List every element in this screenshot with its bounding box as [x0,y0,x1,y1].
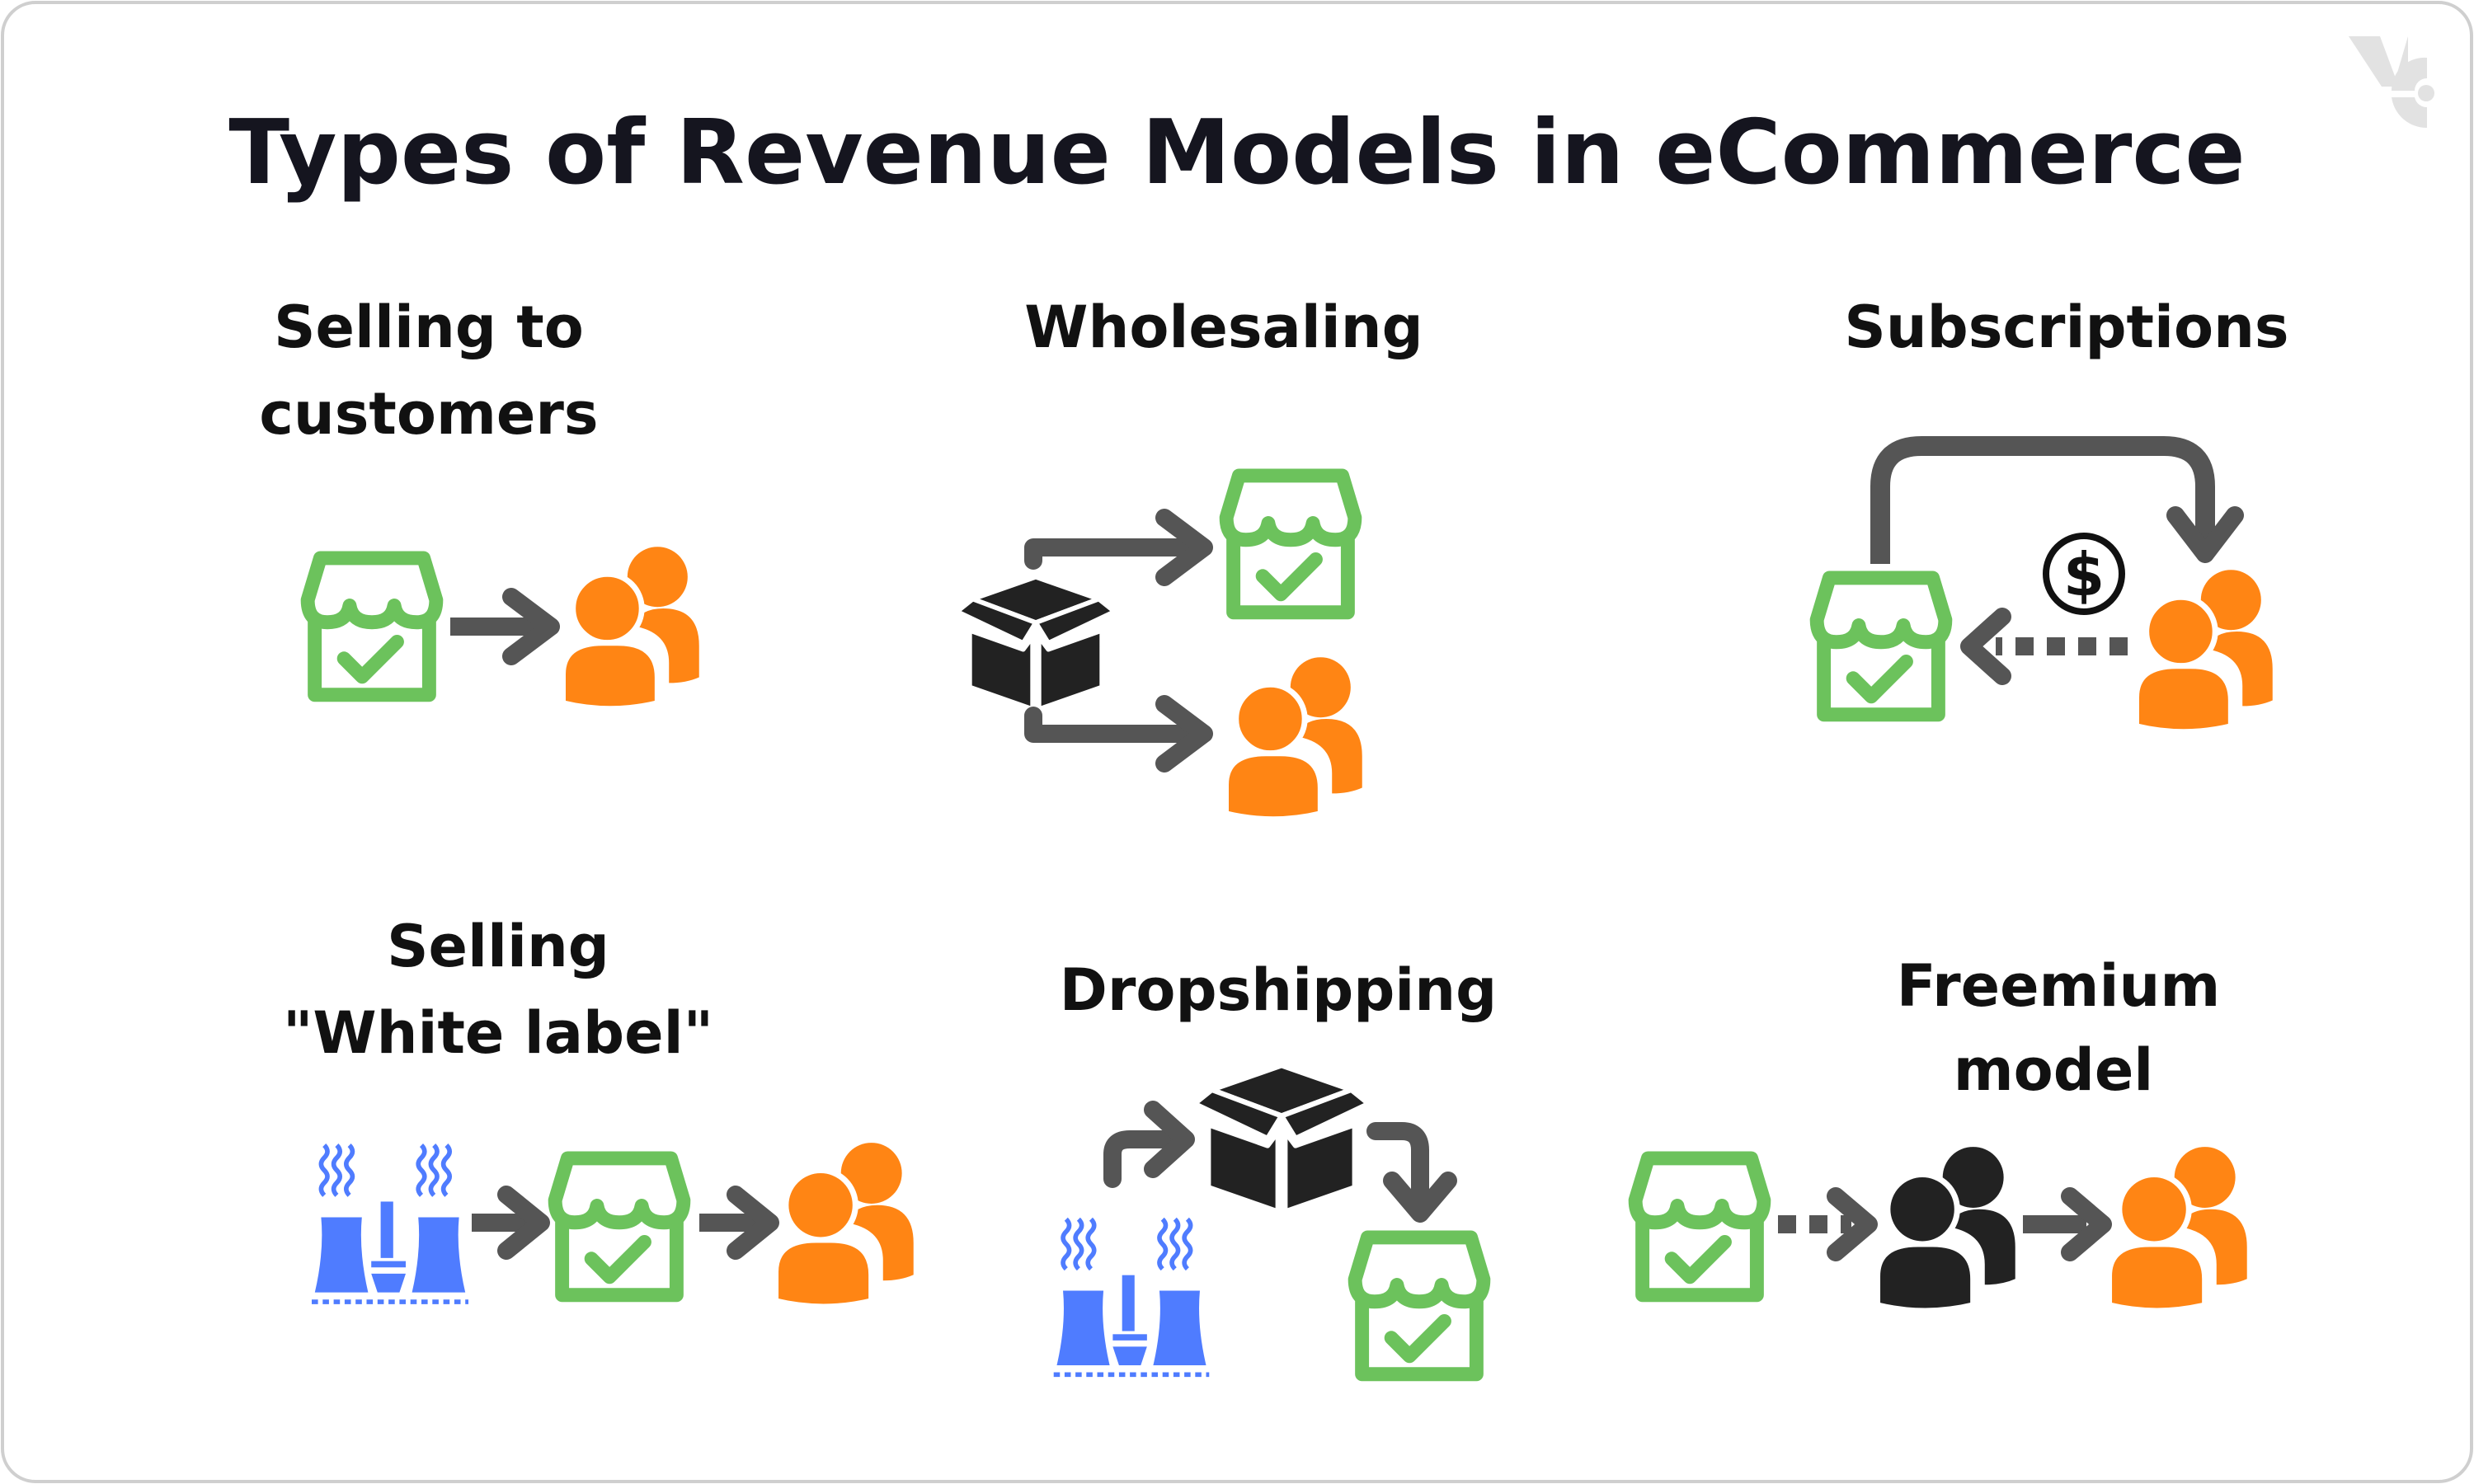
section-label: Selling [387,913,609,980]
section-label: Freemium [1897,952,2221,1020]
subscriptions-diagram: $ [1817,436,2273,732]
wholesaling-diagram [957,476,1362,819]
dropshipping-diagram [1054,1065,1484,1374]
section-label: customers [259,380,598,448]
logo [2349,36,2434,129]
arrow-icon [1024,707,1205,743]
section-label: Wholesaling [1024,294,1423,361]
selling-to-customers-diagram [308,547,699,709]
arrow-icon [1103,1130,1180,1188]
page-title: Types of Revenue Models in eCommerce [228,101,2245,204]
arrow-icon [1024,538,1205,570]
section-label: Selling to [274,294,584,361]
dollar-icon: $ [2043,533,2125,615]
arrow-icon [1870,436,2215,564]
section-label: "White label" [283,999,713,1067]
arrow-icon [1366,1122,1429,1209]
section-label: Dropshipping [1060,956,1497,1024]
freemium-diagram [1635,1147,2247,1311]
section-label: Subscriptions [1844,294,2288,361]
white-label-diagram [312,1143,914,1307]
section-label: model [1954,1036,2154,1104]
svg-text:$: $ [2063,540,2105,609]
